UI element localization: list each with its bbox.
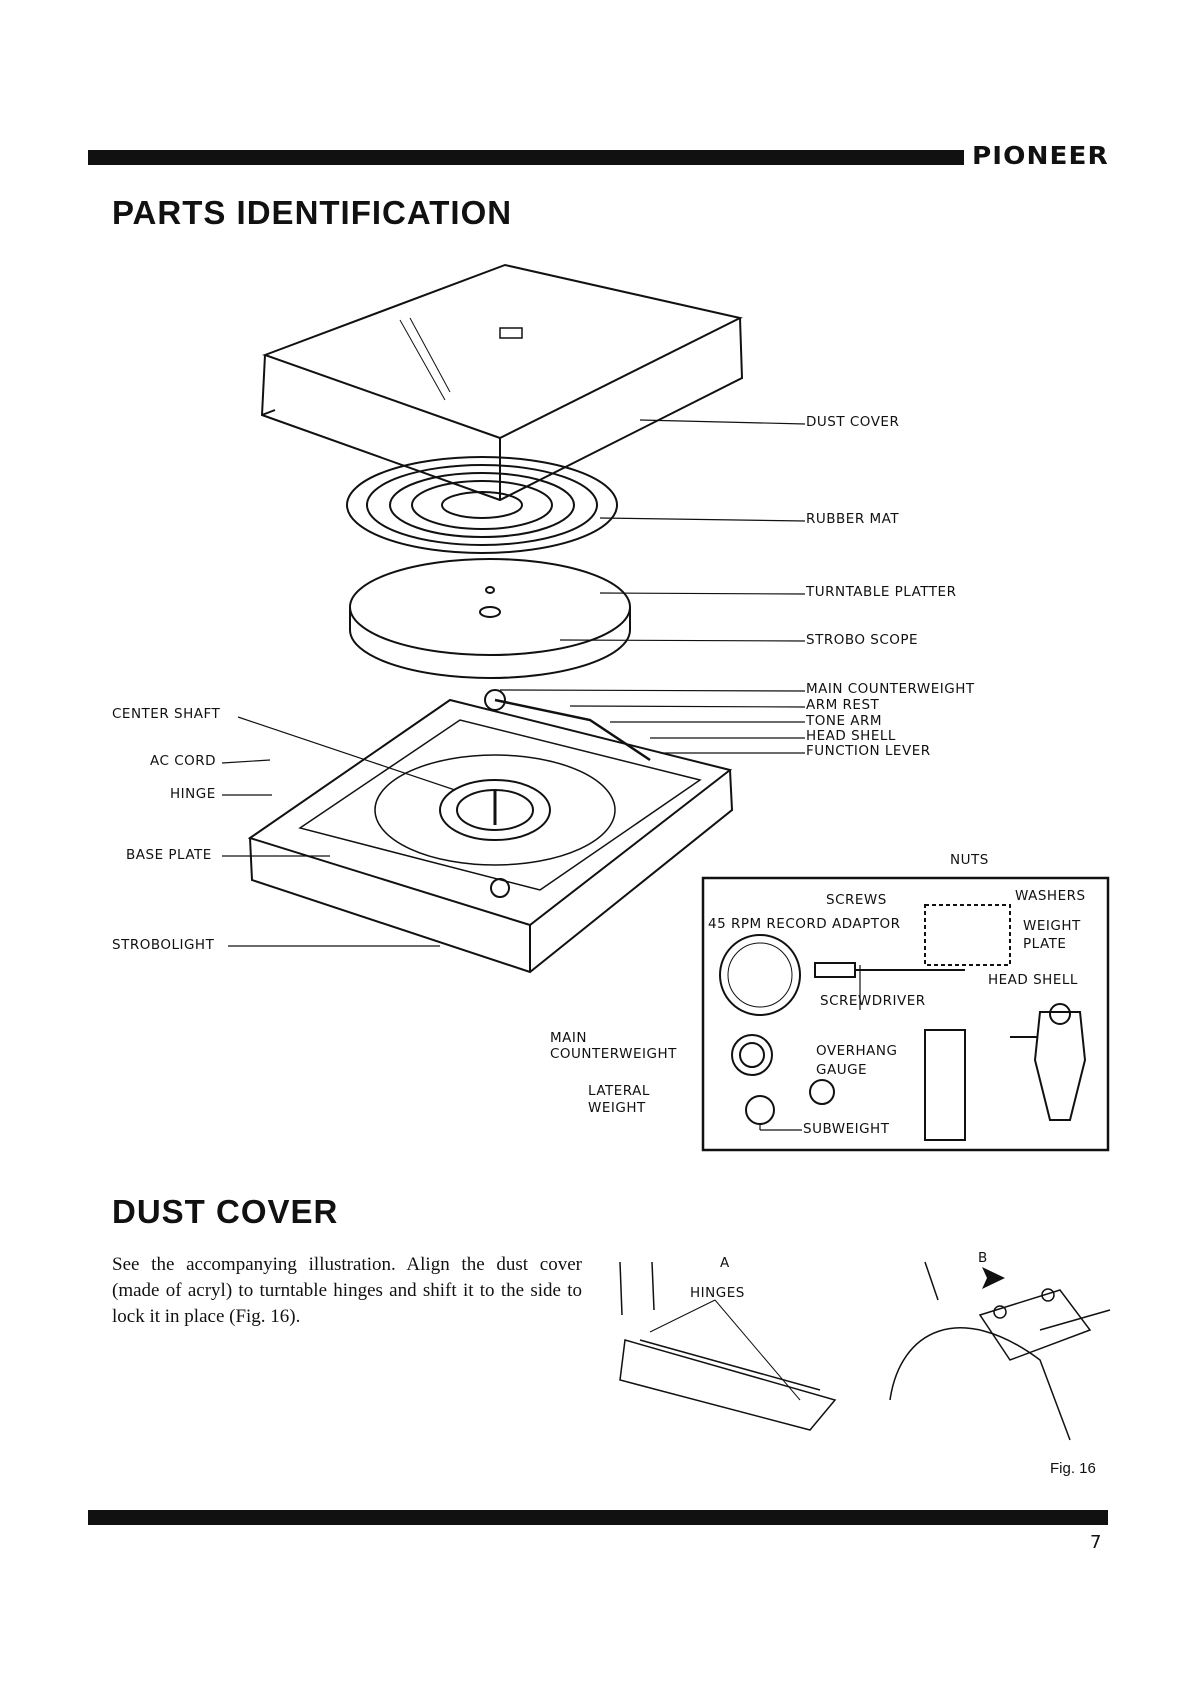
leader-lines (221, 419, 806, 947)
label-accessory-head-shell: HEAD SHELL (988, 972, 1078, 988)
section-title-dust-cover: DUST COVER (112, 1193, 339, 1230)
label-overhang: OVERHANG (816, 1043, 898, 1059)
fig-label-hinges: HINGES (690, 1285, 745, 1301)
label-turntable-platter: TURNTABLE PLATTER (806, 584, 957, 600)
dust-cover-instructions: See the accompanying illustration. Align… (112, 1254, 582, 1327)
figure-caption: Fig. 16 (1050, 1460, 1096, 1477)
label-hinge: HINGE (170, 786, 216, 802)
label-arm-rest: ARM REST (806, 697, 880, 713)
page-number: 7 (1090, 1532, 1102, 1553)
label-screws: SCREWS (826, 892, 887, 908)
label-dust-cover: DUST COVER (806, 414, 900, 430)
label-center-shaft: CENTER SHAFT (112, 706, 221, 722)
brand-logo: PIONEER (972, 141, 1109, 170)
fig16-drawings (619, 1261, 1111, 1441)
label-function-lever: FUNCTION LEVER (806, 743, 931, 759)
turntable-base-drawing (247, 689, 734, 974)
label-screwdriver: SCREWDRIVER (820, 993, 926, 1009)
label-strobo-scope: STROBO SCOPE (806, 632, 919, 648)
rubber-mat-drawing (346, 456, 618, 554)
dust-cover-drawing (260, 263, 744, 502)
label-base-plate: BASE PLATE (126, 847, 212, 863)
label-strobolight: STROBOLIGHT (112, 937, 215, 953)
label-rubber-mat: RUBBER MAT (806, 511, 900, 527)
label-tone-arm: TONE ARM (806, 713, 883, 729)
section-title-parts: PARTS IDENTIFICATION (112, 194, 513, 231)
label-main-counterweight: MAIN COUNTERWEIGHT (806, 681, 975, 697)
label-record-adaptor: 45 RPM RECORD ADAPTOR (708, 916, 901, 932)
label-ac-cord: AC CORD (150, 753, 217, 769)
label-head-shell: HEAD SHELL (806, 728, 896, 744)
label-nuts: NUTS (950, 852, 989, 868)
fig-label-a: A (720, 1255, 730, 1271)
label-washers: WASHERS (1015, 888, 1086, 904)
label-plate: PLATE (1023, 936, 1067, 952)
accessories-box (701, 876, 1110, 1152)
platter-drawing (349, 558, 631, 679)
label-subweight: SUBWEIGHT (803, 1121, 890, 1137)
fig-label-b: B (978, 1250, 988, 1266)
label-weight: WEIGHT (1023, 918, 1081, 934)
header-rule (88, 150, 964, 165)
label-main: MAIN (550, 1030, 587, 1046)
label-gauge: GAUGE (816, 1062, 868, 1078)
footer-rule (88, 1510, 1108, 1525)
label-counterweight: COUNTERWEIGHT (550, 1046, 677, 1062)
label-lateral-weight: WEIGHT (588, 1100, 646, 1116)
label-lateral: LATERAL (588, 1083, 650, 1099)
